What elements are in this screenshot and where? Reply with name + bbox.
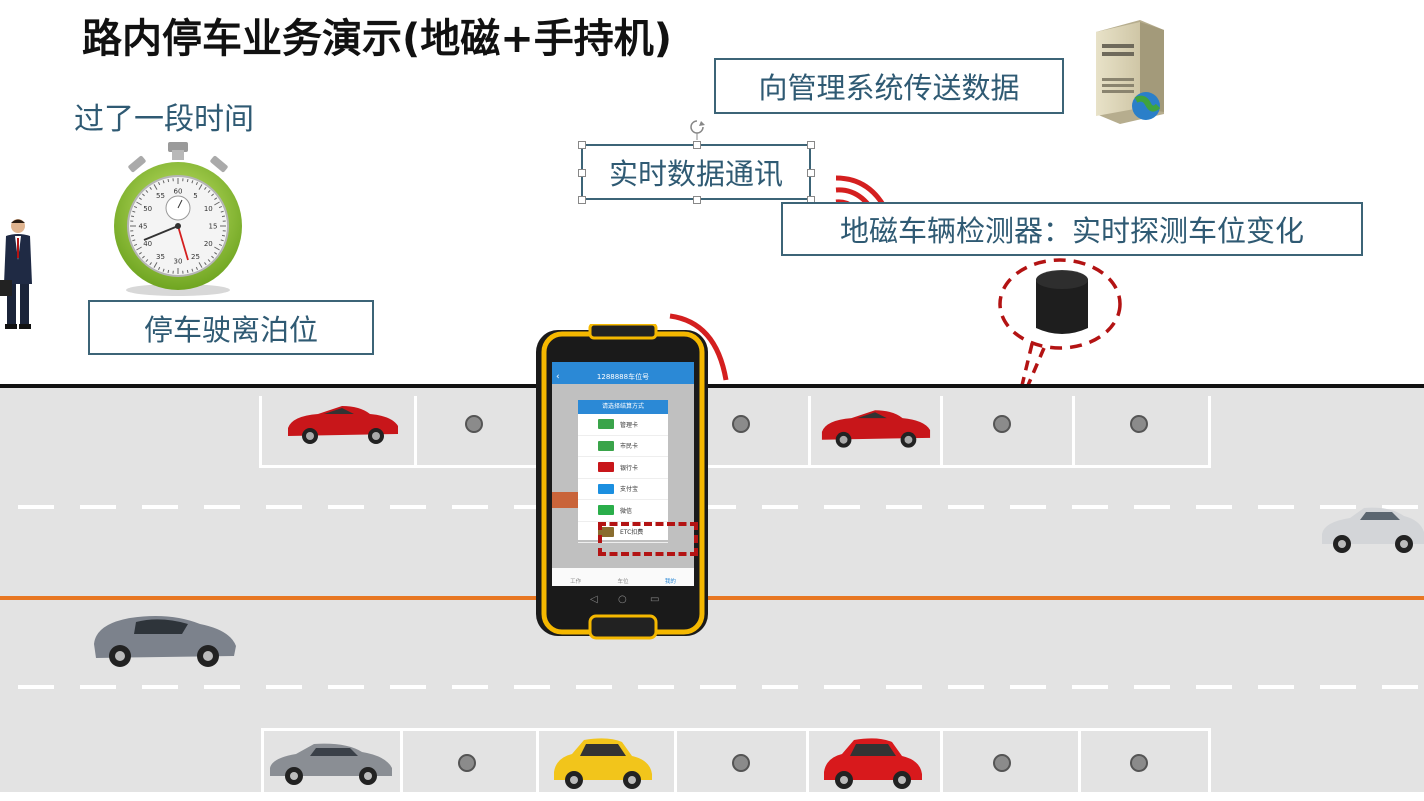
parking-sensor-dot bbox=[993, 415, 1011, 433]
subtitle: 过了一段时间 bbox=[74, 94, 254, 138]
phone-header: ‹ 1288888车位号 bbox=[552, 370, 694, 384]
payment-option-label: 微信 bbox=[620, 506, 632, 515]
parking-sensor-dot bbox=[993, 754, 1011, 772]
payment-option-label: 银行卡 bbox=[620, 463, 638, 472]
stopwatch-number: 35 bbox=[156, 253, 165, 261]
stopwatch-number: 20 bbox=[204, 240, 213, 248]
card-green-icon bbox=[598, 441, 614, 451]
alipay-icon bbox=[598, 484, 614, 494]
svg-text:○: ○ bbox=[618, 594, 627, 605]
center-line bbox=[0, 596, 1424, 600]
payment-option[interactable]: 管理卡 bbox=[578, 414, 668, 436]
payment-option-label: 管理卡 bbox=[620, 420, 638, 429]
stopwatch-number: 5 bbox=[193, 192, 197, 200]
back-icon[interactable]: ‹ bbox=[556, 372, 560, 382]
grey-coupe-car bbox=[90, 610, 238, 670]
red-hatchback-car bbox=[818, 734, 926, 790]
rotate-handle-icon[interactable] bbox=[688, 118, 706, 140]
payment-option[interactable]: 银行卡 bbox=[578, 457, 668, 479]
stopwatch-number: 25 bbox=[191, 253, 200, 261]
parking-sensor-dot bbox=[458, 754, 476, 772]
stopwatch-number: 45 bbox=[139, 223, 148, 231]
payment-option-label: 支付宝 bbox=[620, 484, 638, 493]
page-title: 路内停车业务演示(地磁+手持机) bbox=[82, 6, 672, 64]
card-green-icon bbox=[598, 419, 614, 429]
payment-option[interactable]: 支付宝 bbox=[578, 479, 668, 501]
stopwatch-number: 30 bbox=[174, 258, 183, 266]
svg-text:▭: ▭ bbox=[650, 594, 659, 605]
lane-dashes-upper bbox=[0, 505, 1424, 509]
server-icon bbox=[1088, 18, 1168, 126]
stopwatch-number: 60 bbox=[174, 188, 183, 196]
stopwatch-icon: 60 5 10 15 20 25 30 35 40 45 50 55 bbox=[108, 140, 248, 300]
parking-sensor-dot bbox=[1130, 415, 1148, 433]
tab-mine[interactable]: 我的 bbox=[647, 568, 694, 586]
payment-option-label: 市民卡 bbox=[620, 441, 638, 450]
parking-sensor-dot bbox=[732, 415, 750, 433]
parking-sensor-dot bbox=[732, 754, 750, 772]
stopwatch-number: 40 bbox=[143, 240, 152, 248]
silver-sedan-car bbox=[1320, 504, 1424, 554]
svg-text:◁: ◁ bbox=[590, 594, 598, 605]
red-convertible-car bbox=[818, 404, 934, 450]
stopwatch-number: 15 bbox=[209, 223, 218, 231]
wechat-icon bbox=[598, 505, 614, 515]
unionpay-icon bbox=[598, 462, 614, 472]
red-convertible-car bbox=[284, 400, 402, 446]
send-data-label: 向管理系统传送数据 bbox=[714, 58, 1064, 114]
etc-highlight-box bbox=[598, 522, 698, 556]
stopwatch-number: 55 bbox=[156, 192, 165, 200]
dialog-title: 请选择结算方式 bbox=[578, 400, 668, 414]
leave-parking-label: 停车驶离泊位 bbox=[88, 300, 374, 355]
realtime-comm-selection[interactable]: 实时数据通讯 bbox=[581, 144, 813, 202]
realtime-comm-label: 实时数据通讯 bbox=[581, 144, 811, 200]
parking-sensor-dot bbox=[465, 415, 483, 433]
tab-parking[interactable]: 车位 bbox=[599, 568, 646, 586]
detector-label: 地磁车辆检测器：实时探测车位变化 bbox=[781, 202, 1363, 256]
stopwatch-number: 10 bbox=[204, 205, 213, 213]
stopwatch-number: 50 bbox=[143, 205, 152, 213]
lane-dashes-lower bbox=[0, 685, 1424, 689]
handheld-terminal: ◁ ○ ▭ ‹ 1288888车位号 请选择结算方式 管理卡市民卡银行卡支付宝微… bbox=[534, 324, 712, 642]
parking-sensor-dot bbox=[1130, 754, 1148, 772]
tab-work[interactable]: 工作 bbox=[552, 568, 599, 586]
silver-sedan-car bbox=[266, 738, 396, 786]
payment-option[interactable]: 市民卡 bbox=[578, 436, 668, 458]
businessman-figure bbox=[0, 214, 36, 332]
payment-option[interactable]: 微信 bbox=[578, 500, 668, 522]
phone-tabbar: 工作 车位 我的 bbox=[552, 568, 694, 586]
yellow-hatchback-car bbox=[548, 734, 656, 790]
